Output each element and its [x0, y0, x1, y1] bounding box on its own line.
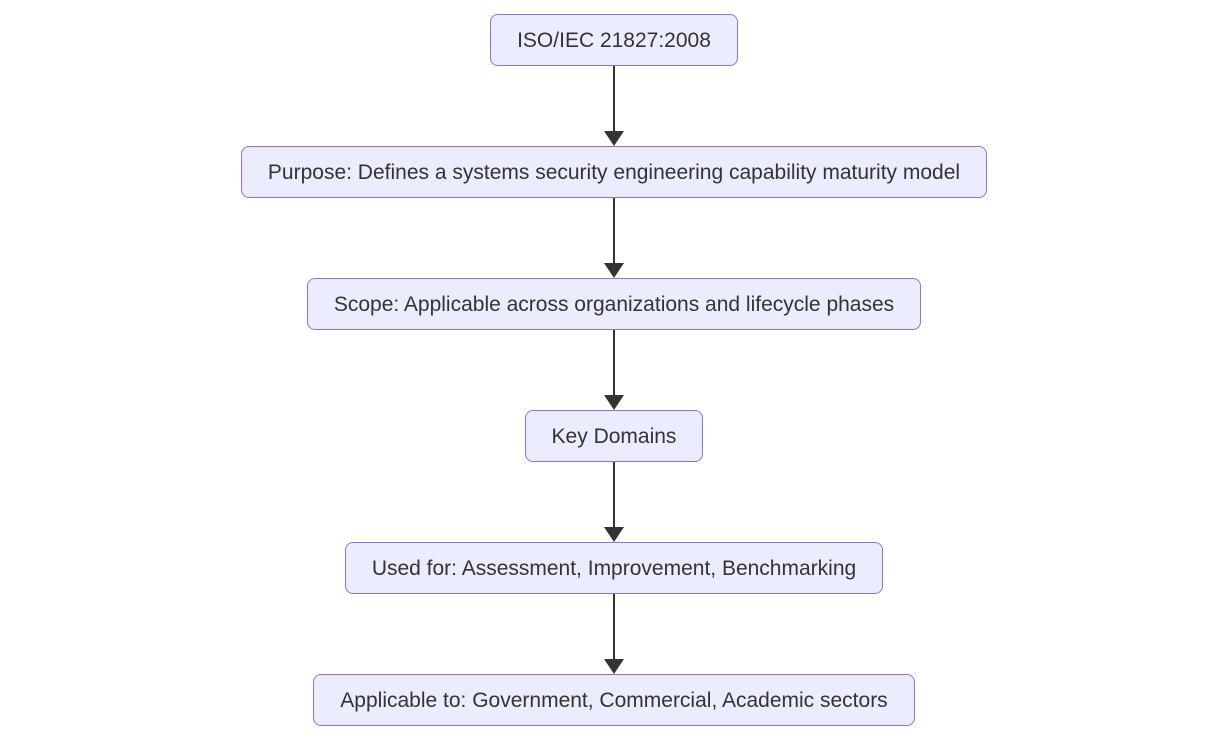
edge-purpose-to-scope	[604, 198, 624, 278]
edge-scope-to-key-domains	[604, 330, 624, 410]
node-label: Key Domains	[551, 424, 677, 448]
node-label: Used for: Assessment, Improvement, Bench…	[371, 556, 857, 580]
node-label: Scope: Applicable across organizations a…	[333, 292, 895, 316]
arrow-down-icon	[604, 131, 624, 146]
arrow-shaft	[612, 594, 616, 659]
node-label: Applicable to: Government, Commercial, A…	[340, 688, 888, 712]
arrow-down-icon	[604, 263, 624, 278]
node-key-domains: Key Domains	[524, 410, 704, 462]
node-purpose: Purpose: Defines a systems security engi…	[240, 146, 988, 198]
edge-root-to-purpose	[604, 66, 624, 146]
arrow-shaft	[612, 66, 616, 131]
node-label: Purpose: Defines a systems security engi…	[267, 160, 961, 184]
arrow-down-icon	[604, 395, 624, 410]
edge-used-for-to-applicable-to	[604, 594, 624, 674]
arrow-down-icon	[604, 527, 624, 542]
arrow-shaft	[612, 330, 616, 395]
edge-key-domains-to-used-for	[604, 462, 624, 542]
node-iso-iec-21827-2008: ISO/IEC 21827:2008	[490, 14, 738, 66]
arrow-shaft	[612, 198, 616, 263]
node-applicable-to: Applicable to: Government, Commercial, A…	[313, 674, 915, 726]
node-used-for: Used for: Assessment, Improvement, Bench…	[344, 542, 884, 594]
node-scope: Scope: Applicable across organizations a…	[306, 278, 922, 330]
node-label: ISO/IEC 21827:2008	[517, 28, 711, 52]
arrow-down-icon	[604, 659, 624, 674]
arrow-shaft	[612, 462, 616, 527]
